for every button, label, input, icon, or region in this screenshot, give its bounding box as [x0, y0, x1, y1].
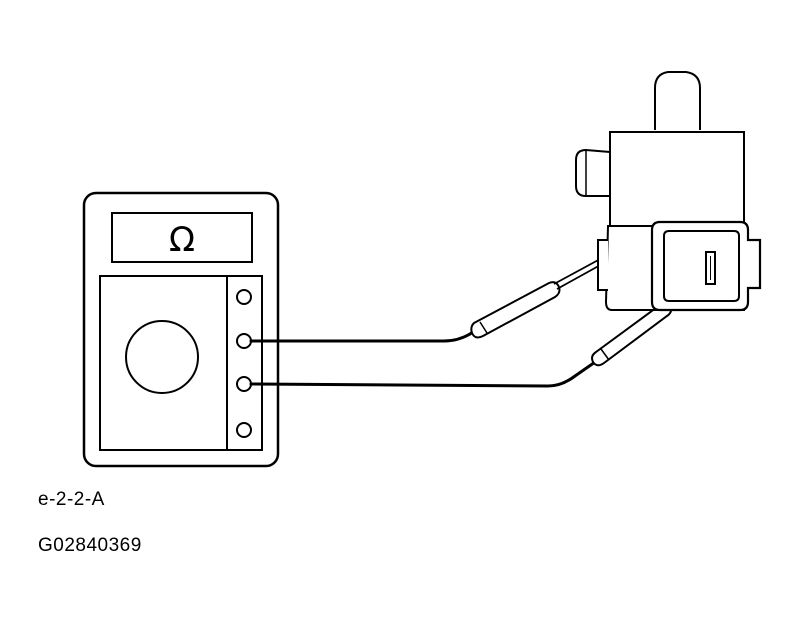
image-code: G02840369: [38, 535, 142, 556]
lead-wire-lower: [249, 358, 600, 388]
solenoid-component: [575, 71, 762, 312]
upper-body: [609, 131, 745, 227]
left-stub: [597, 239, 608, 291]
jack-2: [236, 333, 252, 349]
connector-inner: [663, 230, 740, 302]
jack-4: [236, 422, 252, 438]
top-cylinder: [654, 71, 701, 130]
multimeter-display: [111, 212, 253, 263]
side-port: [575, 148, 611, 197]
multimeter: Ω: [82, 191, 280, 468]
selector-dial: [125, 320, 199, 394]
probe-upper: [470, 257, 605, 339]
jack-1: [236, 289, 252, 305]
figure-code: e-2-2-A: [38, 489, 105, 510]
jack-3: [236, 376, 252, 392]
ohm-symbol: Ω: [169, 220, 195, 260]
lead-wire-upper: [249, 327, 479, 343]
